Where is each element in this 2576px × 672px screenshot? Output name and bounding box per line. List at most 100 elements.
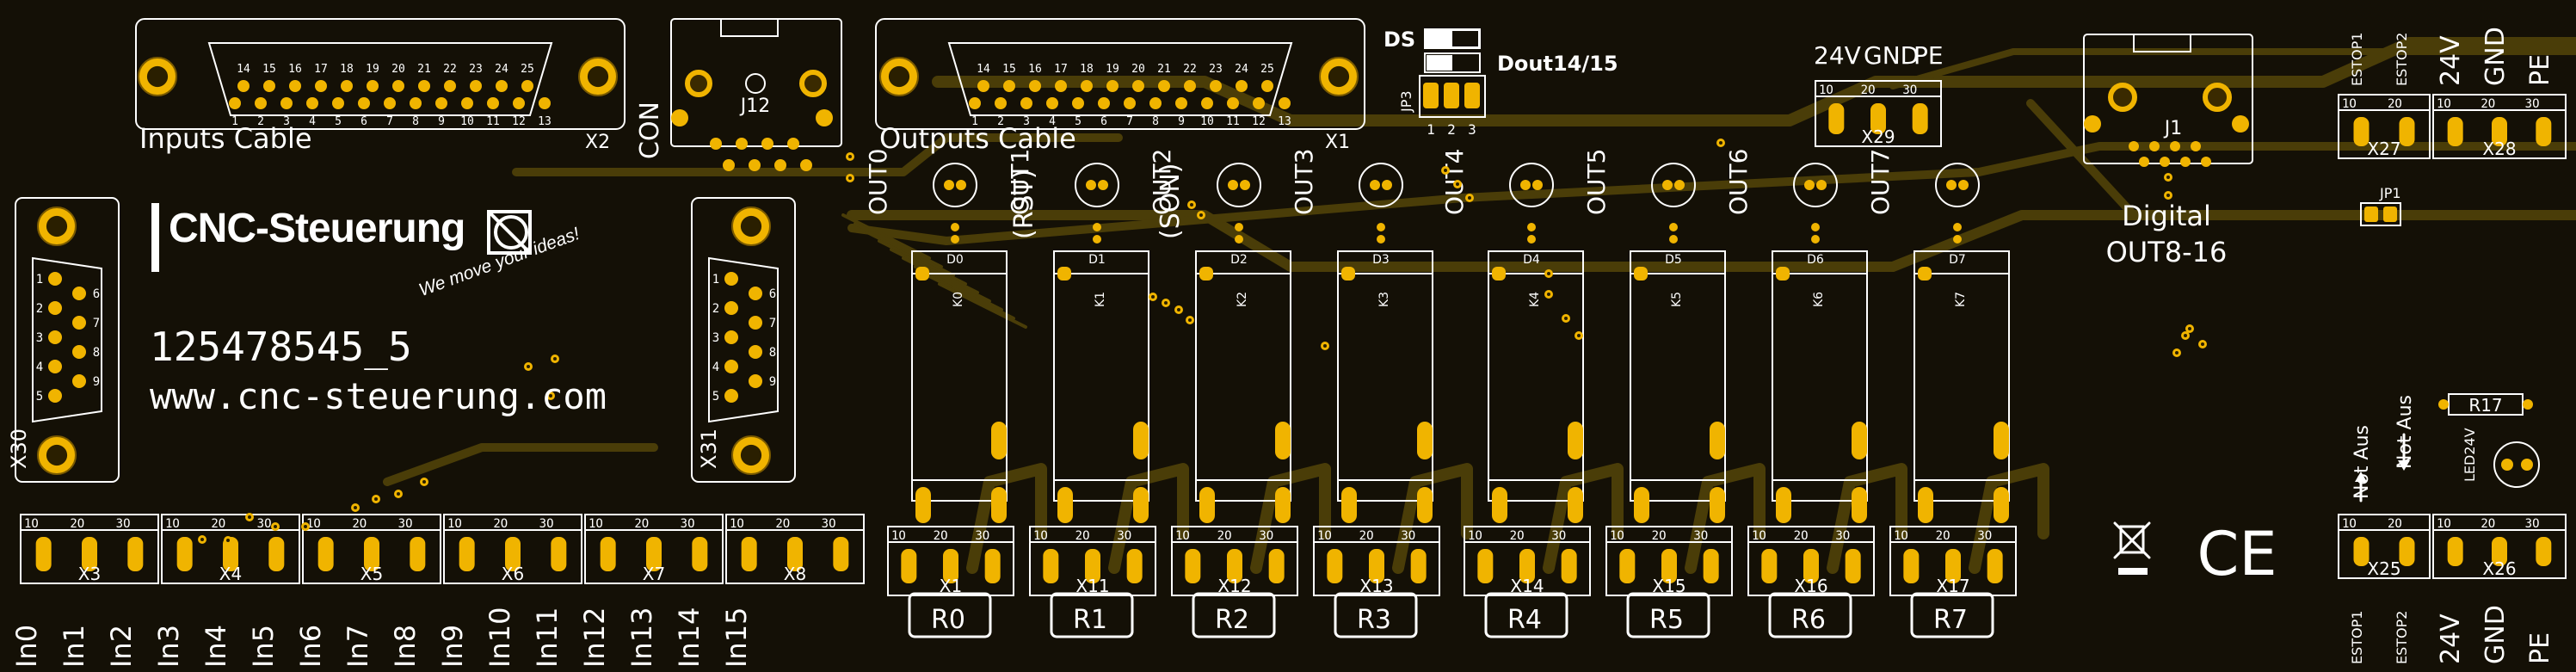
db25-pad [237, 80, 250, 92]
relay-pad [1634, 267, 1648, 281]
terminal-ref: X26 [2482, 558, 2516, 579]
trace-relay-2 [1250, 463, 1331, 574]
diode-pad [1377, 235, 1385, 244]
relay-body [1914, 273, 2010, 481]
db9-pad [749, 345, 762, 359]
terminal-pad [1519, 549, 1535, 583]
output-led-pad [956, 180, 966, 190]
input-label: In13 [626, 607, 658, 668]
terminal-pin-number: 2O [1794, 529, 1809, 543]
relay-ref: K5 [1670, 292, 1684, 307]
rj45-ref: J12 [739, 96, 770, 117]
terminal-pad [2447, 117, 2463, 146]
via-drill [553, 357, 557, 361]
terminal-pad [1043, 549, 1059, 583]
terminal-pin-number: 3O [116, 517, 131, 531]
x26-label: GND [2480, 605, 2511, 664]
jp3-outline [1419, 75, 1486, 118]
terminal-outline [1889, 526, 2017, 596]
via-drill [2175, 351, 2179, 354]
diode-pad [1235, 223, 1243, 231]
db25-pad [444, 80, 456, 92]
relay-pad [1852, 487, 1867, 523]
diode-pad [1377, 223, 1385, 231]
trace-fan-4 [890, 248, 979, 294]
db25-pad [263, 80, 275, 92]
terminal-pin-number: 1O [2342, 97, 2357, 111]
rj45-pad [2232, 115, 2249, 133]
terminal-pin-number: 2O [2480, 97, 2495, 111]
mounting-hole-drill [587, 65, 609, 88]
r17-pad [2523, 399, 2533, 410]
brand-bar [151, 203, 159, 272]
db9-pin-number: 1 [36, 273, 43, 287]
terminal-ref: X27 [2367, 139, 2400, 159]
relay-pad [1275, 487, 1291, 523]
via-drill [1468, 196, 1471, 200]
db25-outline [875, 18, 1365, 130]
fuse-ref: R3 [1357, 605, 1391, 635]
relay-pad [991, 422, 1007, 459]
diode-ref: D5 [1665, 253, 1682, 267]
db9-pad [749, 316, 762, 330]
db25-pin-number: 14 [977, 63, 990, 76]
input-label: In4 [200, 625, 232, 668]
terminal-pin-number: 3O [1401, 529, 1415, 543]
db9-pad [724, 272, 738, 286]
diode-ref: D2 [1230, 253, 1248, 267]
terminal-pad [410, 537, 426, 571]
db25-pin-number: 6 [361, 115, 367, 128]
input-label: In7 [342, 625, 374, 668]
mounting-hole-drill [46, 215, 68, 237]
terminal-pad [223, 537, 238, 571]
trace-fan-5 [902, 256, 991, 303]
via-drill [1547, 293, 1550, 296]
jp1-outline [2360, 202, 2401, 226]
terminal-pin-number: 2O [493, 517, 508, 531]
jp3-pin-number: 1 [1427, 121, 1435, 138]
terminal-pin-number: 1O [1819, 83, 1833, 97]
terminal-pin-number: 3O [398, 517, 413, 531]
terminal-pad [600, 537, 616, 571]
db25-pin-number: 15 [262, 63, 276, 76]
terminal-pad [1227, 549, 1242, 583]
output-led-pad [1370, 180, 1380, 190]
ce-mark: CE [2197, 519, 2277, 589]
jp3-dout-label: Dout14/15 [1497, 52, 1618, 76]
relay-pad [1852, 422, 1867, 459]
terminal-pad [82, 537, 97, 571]
db9-pin-number: 2 [36, 302, 43, 316]
relay-ref: K2 [1236, 292, 1249, 307]
output-led-pad [1804, 180, 1815, 190]
terminal-pad [2353, 117, 2370, 146]
input-label: In0 [10, 625, 43, 668]
terminal-pin-number: 2O [211, 517, 225, 531]
terminal-pad [2353, 537, 2370, 566]
terminal-pin-number: 2O [1510, 529, 1525, 543]
db25-pad [1210, 80, 1222, 92]
jp1-pad [2383, 207, 2397, 222]
terminal-pin-number: 2O [1217, 529, 1232, 543]
relay-body [1772, 273, 1868, 481]
terminal-pad [1803, 549, 1819, 583]
terminal-ref: X28 [2482, 139, 2516, 159]
diode-pad [1811, 223, 1820, 231]
terminal-pad [1870, 103, 1886, 134]
via-drill [527, 365, 530, 368]
db9-pad [724, 389, 738, 403]
output-label: OUT5 [1582, 149, 1611, 215]
db25-pin-number: 13 [1278, 115, 1291, 128]
via-drill [1177, 308, 1180, 311]
via-drill [1444, 169, 1447, 172]
db25-outline [135, 18, 626, 130]
